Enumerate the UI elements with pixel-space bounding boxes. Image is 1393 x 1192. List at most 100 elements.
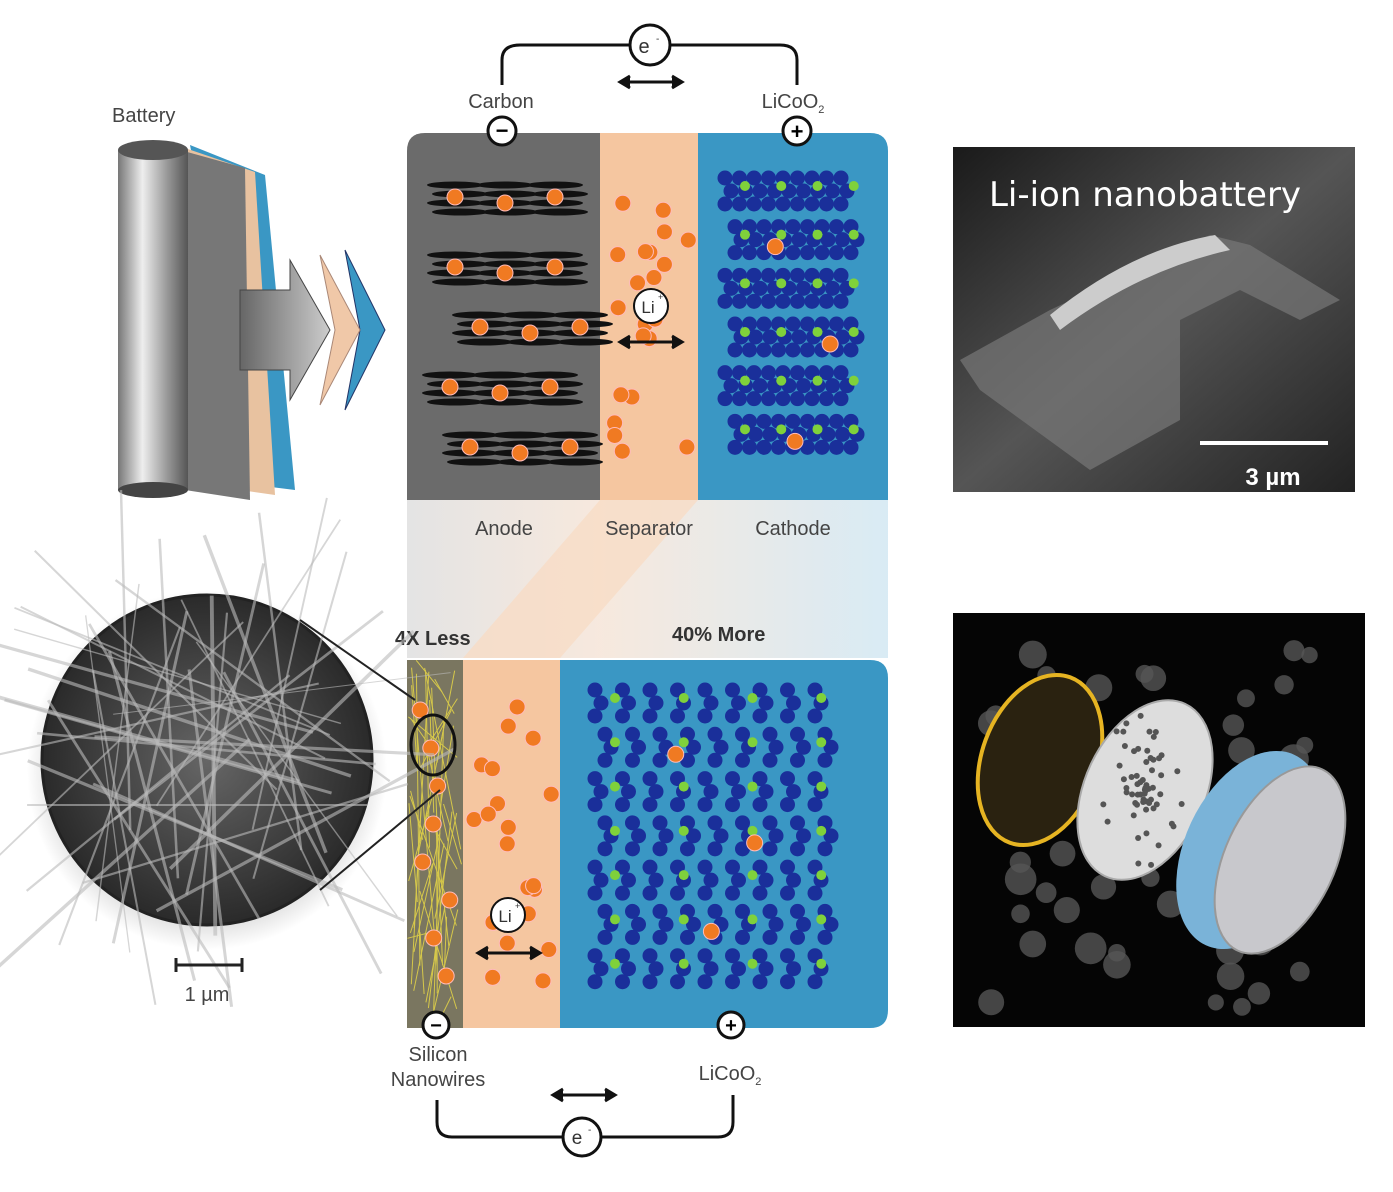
cathode-atom <box>742 245 757 261</box>
separator-pore <box>1143 806 1150 813</box>
cathode-atom <box>697 859 713 875</box>
svg-text:e: e <box>572 1128 583 1149</box>
carbon-blob <box>978 989 1005 1016</box>
carbon-blob <box>1090 874 1117 900</box>
graphite-layer <box>482 278 538 286</box>
cathode-atom <box>725 859 740 875</box>
cathode-atom <box>752 682 768 698</box>
cathode-lithium <box>848 327 859 337</box>
nanowire-strand <box>427 811 453 1009</box>
separator-pore <box>1148 861 1155 868</box>
cathode-atom <box>652 903 668 919</box>
cathode-atom <box>780 948 795 964</box>
lithium-ion-dot <box>766 238 784 256</box>
cathode-lithium <box>776 424 787 435</box>
cathode-atom <box>725 885 740 901</box>
cathode-atom <box>790 365 805 381</box>
lithium-ion-dot <box>606 426 624 444</box>
cathode-atom <box>800 245 815 261</box>
separator-pore <box>1120 728 1127 735</box>
lithium-ion-dot <box>465 811 483 829</box>
cathode-atom <box>775 391 791 407</box>
cathode-atom <box>615 974 630 990</box>
nanowire-fiber <box>0 643 314 734</box>
cathode-atom <box>825 183 840 199</box>
cathode-comparison-label: 40% More <box>672 624 765 646</box>
lithium-ion-dot <box>655 255 673 273</box>
lithium-ion-dot <box>446 258 464 276</box>
cathode-atom <box>829 413 844 429</box>
cathode-atom <box>642 682 658 698</box>
graphite-layer <box>527 181 583 189</box>
cathode-lithium <box>740 181 750 191</box>
carbon-blob <box>1011 904 1030 924</box>
cathode-atom <box>800 219 815 235</box>
separator-pore <box>1150 756 1157 763</box>
cathode-atom <box>790 293 805 309</box>
cathode-atom <box>835 329 850 345</box>
cathode-lithium <box>678 914 689 925</box>
cathode-atom <box>742 439 757 455</box>
cathode-atom <box>717 293 733 309</box>
cathode-atom <box>796 828 811 844</box>
graphite-layer <box>557 338 613 346</box>
cathode-atom <box>819 170 834 186</box>
graphite-layer <box>497 440 553 448</box>
lithium-ion-dot <box>484 968 502 986</box>
lithium-ion-dot <box>821 335 839 353</box>
cathode-atom <box>597 929 613 945</box>
svg-text:Li: Li <box>641 298 654 317</box>
cathode-atom <box>625 929 640 945</box>
cathode-lithium <box>816 958 827 969</box>
nanowire-strand <box>425 895 448 1003</box>
lithium-ion-dot <box>636 243 654 261</box>
cathode-lithium <box>776 181 787 191</box>
separator-pore <box>1152 729 1159 736</box>
cathode-lithium <box>776 375 787 386</box>
cathode-atom <box>593 695 609 711</box>
lithium-ion-dot <box>521 324 539 342</box>
cathode-atom <box>785 219 801 235</box>
cathode-atom <box>642 771 658 787</box>
cathode-lithium <box>678 781 689 792</box>
cathode-atom <box>752 378 768 394</box>
cathode-atom <box>697 771 713 787</box>
plus-terminal-icon <box>781 115 813 147</box>
nanowire-fiber <box>257 512 303 851</box>
cathode-atom <box>790 267 805 283</box>
carbon-blob <box>1035 882 1057 904</box>
cathode-atom <box>752 885 768 901</box>
graphite-layer <box>522 371 578 379</box>
graphite-layer <box>482 208 538 216</box>
cathode-atom <box>597 841 613 857</box>
cathode-atom <box>697 797 713 813</box>
cathode-atom <box>780 859 795 875</box>
cathode-atom <box>593 961 609 977</box>
separator-pore <box>1123 789 1130 796</box>
nanowire-fiber <box>185 563 266 895</box>
lithium-ion-dot <box>645 269 663 287</box>
separator-pore <box>1150 733 1157 740</box>
carbon-blob <box>1296 736 1314 754</box>
cathode-atom <box>786 872 801 888</box>
cathode-lithium <box>747 781 758 792</box>
cathode-atom <box>686 916 701 932</box>
separator-pore <box>1174 768 1181 775</box>
nanowire-strand <box>419 932 425 995</box>
cathode-atom <box>807 708 823 724</box>
cathode-atom <box>732 391 747 407</box>
cathode-atom <box>790 170 805 186</box>
cathode-atom <box>670 974 685 990</box>
nanowire-strand <box>432 716 445 1025</box>
lithium-ion-dot <box>609 299 627 317</box>
cathode-atom <box>625 726 640 742</box>
cathode-atom <box>833 170 849 186</box>
region-label-cathode: Cathode <box>755 518 831 540</box>
cathode-atom <box>703 695 719 711</box>
cathode-atom <box>796 378 811 394</box>
cathode-atom <box>707 841 723 857</box>
cathode-atom <box>762 815 778 831</box>
nanowire-fiber <box>27 759 343 892</box>
cathode-atom <box>731 784 746 800</box>
cathode-lithium <box>816 870 827 881</box>
